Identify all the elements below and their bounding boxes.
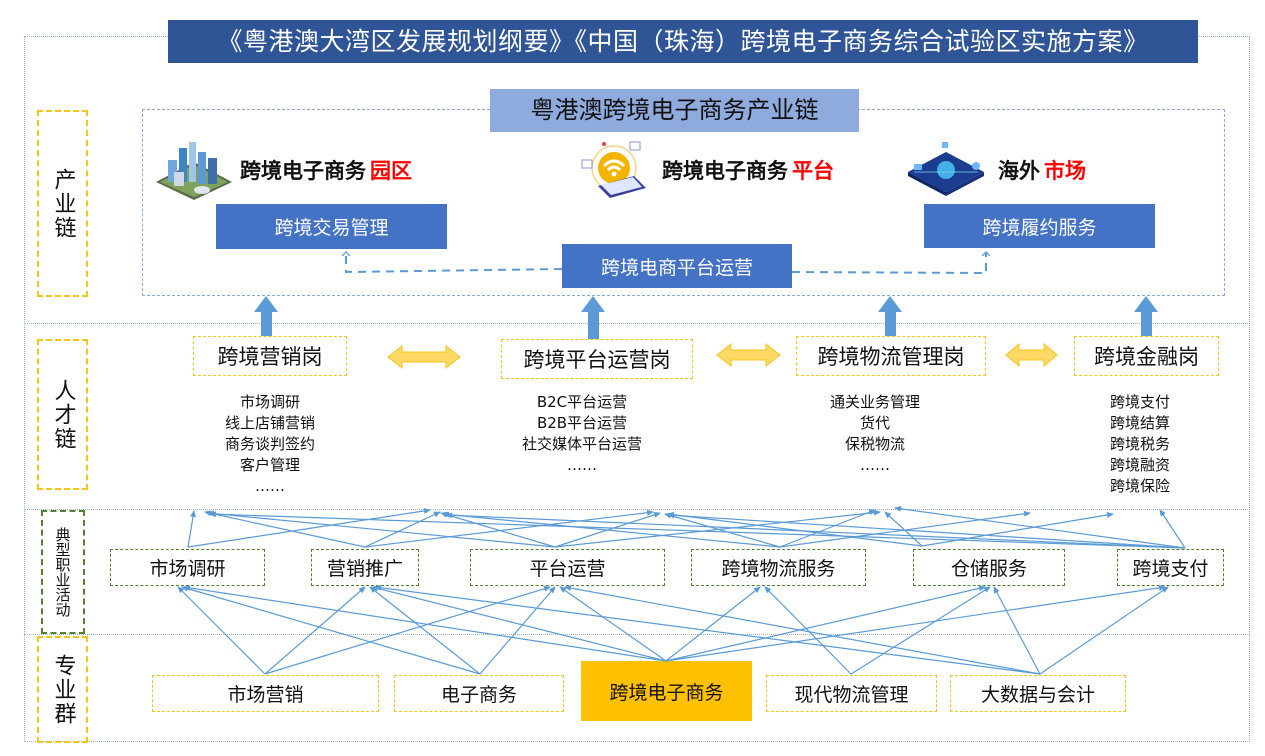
- duties-marketing: 市场调研 线上店铺营销 商务谈判签约 客户管理 ……: [190, 392, 350, 497]
- duties-finance: 跨境支付 跨境结算 跨境税务 跨境融资 跨境保险: [1090, 392, 1190, 497]
- entity-market-highlight: 市场: [1044, 159, 1086, 183]
- activity-warehousing: 仓储服务: [913, 549, 1065, 586]
- duty-item: ……: [567, 456, 597, 474]
- activity-marketing-promotion: 营销推广: [311, 549, 419, 586]
- duty-item: B2C平台运营: [536, 393, 628, 411]
- activity-logistics-service: 跨境物流服务: [691, 549, 866, 586]
- duty-item: 保税物流: [844, 435, 905, 453]
- entity-park-name: 跨境电子商务: [240, 159, 366, 183]
- major-ecommerce: 电子商务: [394, 675, 564, 712]
- wifi-platform-icon: [581, 141, 646, 198]
- duty-item: 跨境融资: [1109, 456, 1170, 474]
- major-logistics-management: 现代物流管理: [766, 675, 937, 712]
- duty-item: 货代: [859, 414, 890, 432]
- duty-item: 跨境支付: [1109, 393, 1170, 411]
- duty-item: 市场调研: [239, 393, 300, 411]
- fulfillment-service-box: 跨境履约服务: [924, 204, 1155, 248]
- duty-item: 客户管理: [239, 456, 300, 474]
- platform-operation-box: 跨境电商平台运营: [562, 244, 792, 288]
- post-marketing: 跨境营销岗: [193, 336, 347, 376]
- duty-item: 线上店铺营销: [224, 414, 315, 432]
- entity-park: 跨境电子商务园区: [152, 138, 412, 202]
- page-title: 《粤港澳大湾区发展规划纲要》《中国（珠海）跨境电子商务综合试验区实施方案》: [168, 20, 1198, 63]
- global-market-icon: [908, 142, 984, 196]
- duty-item: 通关业务管理: [829, 393, 920, 411]
- activity-payment: 跨境支付: [1117, 549, 1224, 586]
- entity-platform: 跨境电子商务平台: [574, 138, 834, 202]
- major-cross-border-ecommerce: 跨境电子商务: [581, 661, 752, 721]
- band-label-industry-chain: 产业链: [37, 110, 88, 297]
- duties-logistics: 通关业务管理 货代 保税物流 ……: [810, 392, 940, 476]
- industry-chain-title: 粤港澳跨境电子商务产业链: [490, 89, 859, 132]
- band-divider: [24, 509, 1250, 510]
- band-label-major-group: 专业群: [37, 636, 88, 743]
- city-park-icon: [156, 142, 232, 200]
- duty-item: 跨境保险: [1109, 477, 1170, 495]
- trade-management-box: 跨境交易管理: [216, 204, 447, 249]
- post-platform-operation: 跨境平台运营岗: [501, 339, 693, 379]
- duty-item: 跨境税务: [1109, 435, 1170, 453]
- post-finance: 跨境金融岗: [1074, 336, 1219, 376]
- band-label-talent-chain: 人才链: [37, 339, 88, 490]
- activity-platform-operation: 平台运营: [470, 549, 665, 586]
- entity-park-highlight: 园区: [370, 159, 412, 183]
- band-divider: [24, 634, 1250, 635]
- band-label-activities: 典型职业活动: [41, 510, 85, 634]
- duties-platform: B2C平台运营 B2B平台运营 社交媒体平台运营 ……: [497, 392, 667, 476]
- entity-platform-highlight: 平台: [792, 159, 834, 183]
- duty-item: 商务谈判签约: [224, 435, 315, 453]
- duty-item: ……: [860, 456, 890, 474]
- duty-item: 跨境结算: [1109, 414, 1170, 432]
- duty-item: ……: [255, 477, 285, 495]
- post-logistics: 跨境物流管理岗: [796, 336, 986, 376]
- duty-item: 社交媒体平台运营: [521, 435, 642, 453]
- major-big-data-accounting: 大数据与会计: [950, 675, 1126, 712]
- entity-platform-name: 跨境电子商务: [662, 159, 788, 183]
- duty-item: B2B平台运营: [536, 414, 628, 432]
- major-marketing: 市场营销: [152, 675, 379, 712]
- entity-market-name: 海外: [998, 159, 1040, 183]
- activity-market-research: 市场调研: [110, 549, 265, 586]
- entity-market: 海外市场: [898, 138, 1086, 202]
- band-divider: [24, 323, 1250, 324]
